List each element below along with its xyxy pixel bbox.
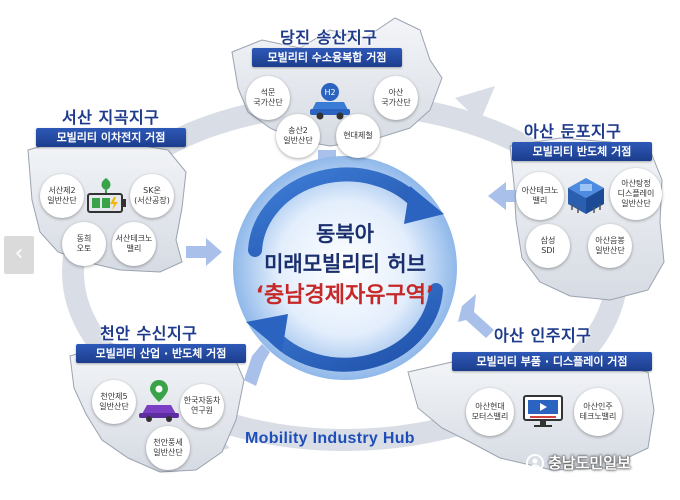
- site-badge: 아산 국가산단: [374, 76, 418, 120]
- district-bar-cheonan: 모빌리티 산업 · 반도체 거점: [76, 344, 246, 363]
- site-badge: 서산테크노 밸리: [112, 222, 156, 266]
- newspaper-logo: 충남도민일보: [526, 452, 631, 473]
- arrow-from-cheonan: [244, 344, 270, 386]
- district-bar-asan-dunpo: 모빌리티 반도체 거점: [512, 142, 652, 161]
- district-title-asan-inju: 아산 인주지구: [494, 326, 592, 345]
- site-badge: 동희 오토: [62, 222, 106, 266]
- chevron-left-icon[interactable]: ‹: [4, 236, 34, 274]
- site-badge: 아산탕정 디스플레이 일반산단: [610, 168, 662, 220]
- swirl-arrow-bottom: [263, 283, 443, 372]
- svg-text:H2: H2: [324, 88, 335, 97]
- site-badge: 송산2 일반산단: [276, 114, 320, 158]
- swirl-arrowhead-bottom: [246, 314, 288, 352]
- site-badge: 삼성 SDI: [526, 224, 570, 268]
- site-badge: 아산현대 모터스밸리: [466, 388, 514, 436]
- logo-mark-icon: [526, 453, 544, 472]
- district-bar-dangjin: 모빌리티 수소융복합 거점: [252, 48, 402, 67]
- site-badge: SK온 (서산공장): [130, 174, 174, 218]
- district-title-cheonan: 천안 수신지구: [100, 324, 198, 343]
- display-monitor-icon: [523, 395, 563, 427]
- site-badge: 서산제2 일반산단: [40, 174, 84, 218]
- site-badge: 석문 국가산단: [246, 76, 290, 120]
- ring-arrowhead-right: [455, 86, 495, 122]
- site-badge: 한국자동차 연구원: [180, 384, 224, 428]
- hydrogen-car-icon: H2: [310, 83, 350, 120]
- site-badge: 천안제5 일반산단: [92, 380, 136, 424]
- semiconductor-chip-icon: [568, 178, 604, 214]
- center-line-3: ‘충남경제자유구역’: [255, 283, 435, 308]
- site-badge: 현대제철: [336, 114, 380, 158]
- hub-label: Mobility Industry Hub: [245, 430, 415, 447]
- site-badge: 천안풍세 일반산단: [146, 426, 190, 470]
- swirl-arrowhead-top: [404, 186, 444, 224]
- connected-car-icon: [139, 380, 179, 422]
- site-badge: 아산인주 테크노밸리: [574, 388, 622, 436]
- center-glow: [233, 156, 457, 380]
- district-bar-asan-inju: 모빌리티 부품 · 디스플레이 거점: [452, 352, 652, 371]
- logo-text: 충남도민일보: [548, 454, 631, 472]
- site-badge: 아산음봉 일반산단: [588, 224, 632, 268]
- swirl-arrow-top: [248, 167, 427, 257]
- site-badge: 아산테크노 밸리: [516, 172, 564, 220]
- district-title-seosan: 서산 지곡지구: [62, 108, 160, 127]
- center-line-2: 미래모빌리티 허브: [264, 252, 426, 276]
- arrow-from-inju: [458, 294, 494, 338]
- district-title-asan-dunpo: 아산 둔포지구: [524, 122, 622, 141]
- arrow-from-seosan: [186, 238, 222, 266]
- district-bar-seosan: 모빌리티 이차전지 거점: [36, 128, 186, 147]
- district-title-dangjin: 당진 송산지구: [280, 28, 378, 47]
- battery-plant-icon: [87, 178, 126, 213]
- center-line-1: 동북아: [316, 222, 374, 246]
- arrow-from-dunpo: [488, 182, 520, 210]
